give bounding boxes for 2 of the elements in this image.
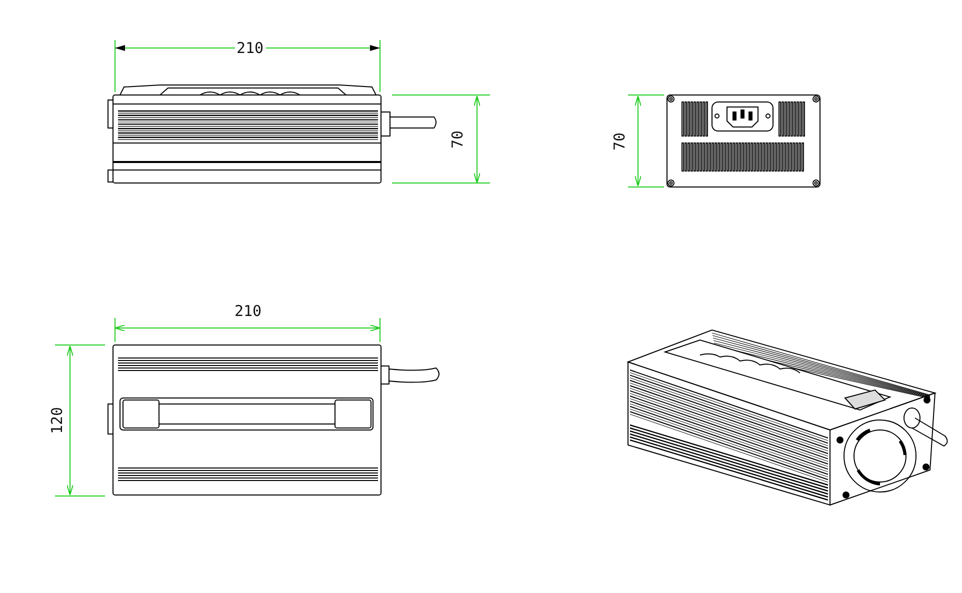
dimension-label: 210 [234,40,266,56]
dimension-label: 210 [232,304,264,318]
